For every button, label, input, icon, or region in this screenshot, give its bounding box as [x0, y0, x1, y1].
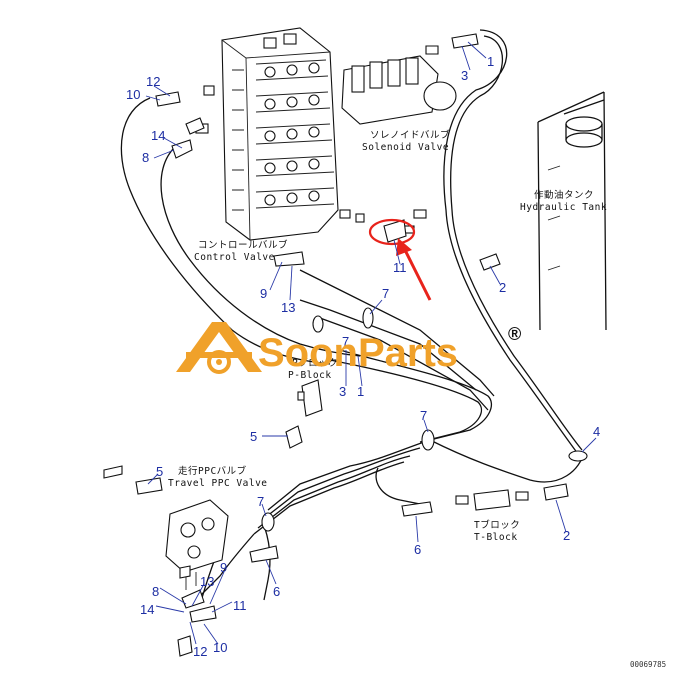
fittings	[135, 33, 569, 623]
travel-ppc-label-jp: 走行PPCバルブ	[178, 465, 247, 477]
callout-7-c: 7	[420, 408, 427, 423]
callout-leaders	[145, 41, 597, 645]
callout-numbers: 1 3 12 10 14 8 11 9 13 7 7 7 7 2 3 1 5 5…	[126, 54, 600, 659]
hydraulic-tank-label-jp: 作動油タンク	[534, 189, 594, 201]
control-valve-label-jp: コントロールバルブ	[198, 239, 288, 251]
hydraulic-tank	[537, 91, 607, 331]
travel-ppc-label-en: Travel PPC Valve	[168, 478, 268, 489]
callout-7-b: 7	[342, 334, 349, 349]
callout-8-bot: 8	[152, 584, 159, 599]
t-block	[455, 489, 529, 511]
hydraulic-tank-label-en: Hydraulic Tank	[520, 202, 607, 213]
t-block-label-en: T-Block	[474, 532, 518, 543]
callout-13-top: 13	[281, 300, 295, 315]
callout-5-a: 5	[250, 429, 257, 444]
crane-gear-logo	[176, 322, 262, 374]
callout-13-bot: 13	[200, 574, 214, 589]
solenoid-valve-label-jp: ソレノイドバルブ	[370, 129, 450, 141]
t-block-label-jp: Tブロック	[474, 519, 520, 531]
callout-11-top: 11	[393, 260, 407, 275]
callout-6-a: 6	[414, 542, 421, 557]
callout-3-mid: 3	[339, 384, 346, 399]
p-block-label-jp: Pブロック	[292, 357, 338, 369]
control-valve	[195, 27, 427, 241]
travel-ppc-valve	[165, 499, 229, 590]
callout-12-top: 12	[146, 74, 160, 89]
watermark-registered: ®	[508, 324, 521, 344]
solenoid-valve-label-en: Solenoid Valve	[362, 142, 449, 153]
hose-routes	[120, 29, 585, 601]
p-block-label-en: P-Block	[288, 370, 332, 381]
callout-2-b: 2	[563, 528, 570, 543]
bolts	[103, 465, 193, 657]
callout-7-d: 7	[257, 494, 264, 509]
figure-number: 00069785	[630, 660, 666, 669]
callout-1-top: 1	[487, 54, 494, 69]
callout-9-top: 9	[260, 286, 267, 301]
p-block	[297, 379, 323, 417]
solenoid-valve	[341, 45, 457, 125]
control-valve-label-en: Control Valve	[194, 252, 275, 263]
callout-10-top: 10	[126, 87, 140, 102]
callout-14-bot: 14	[140, 602, 154, 617]
callout-3-top: 3	[461, 68, 468, 83]
callout-10-bot: 10	[213, 640, 227, 655]
callout-8-top: 8	[142, 150, 149, 165]
callout-5-b: 5	[156, 464, 163, 479]
callout-12-bot: 12	[193, 644, 207, 659]
callout-6-b: 6	[273, 584, 280, 599]
callout-7-a: 7	[382, 286, 389, 301]
callout-4: 4	[593, 424, 600, 439]
callout-11-bot: 11	[233, 598, 247, 613]
watermark: SoonParts ®	[176, 322, 521, 375]
callout-1-mid: 1	[357, 384, 364, 399]
callout-9-bot: 9	[220, 560, 227, 575]
watermark-brand: SoonParts	[258, 331, 458, 375]
callout-14-top: 14	[151, 128, 165, 143]
highlight-marker	[368, 218, 432, 301]
callout-2-a: 2	[499, 280, 506, 295]
